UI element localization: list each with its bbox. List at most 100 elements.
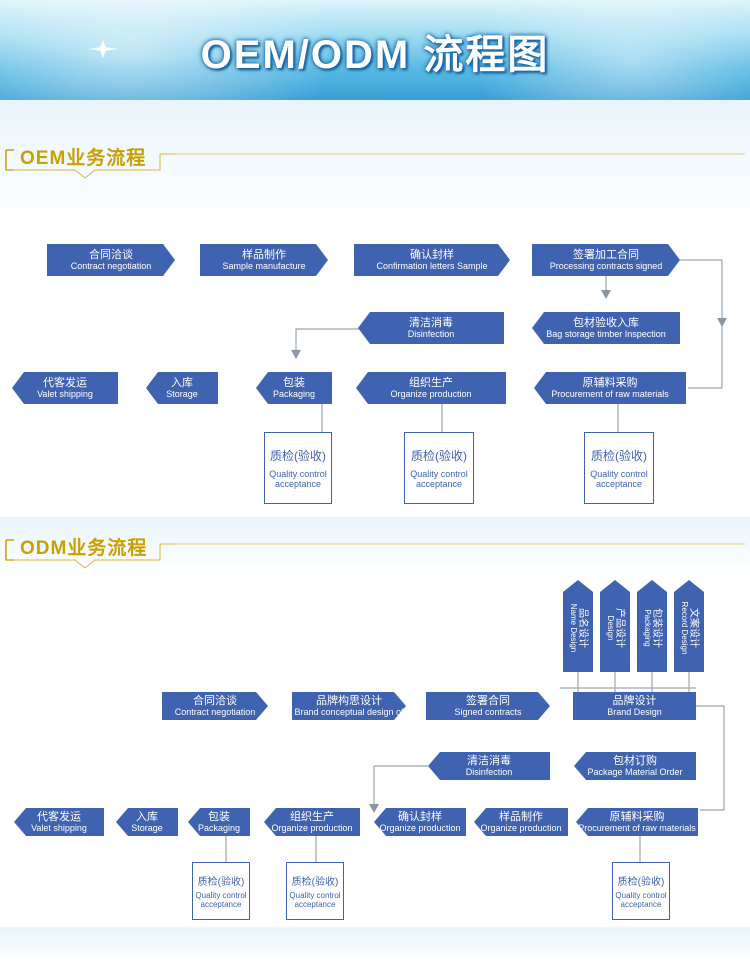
oem-step-processing-contract: 签署加工合同 Processing contracts signed	[532, 244, 680, 276]
step-label-en: Packaging	[197, 823, 241, 834]
odm-design-packaging: 包装设计 Packaging	[637, 580, 667, 672]
step-label-zh: 样品制作	[242, 248, 286, 261]
oem-step-confirm-sample: 确认封样 Confirmation letters Sample	[354, 244, 510, 276]
odm-step-packaging: 包装 Packaging	[188, 808, 250, 836]
oem-step-contract-negotiation: 合同洽谈 Contract negotiation	[47, 244, 175, 276]
oem-header-band	[0, 100, 750, 232]
qc-label-zh: 质检(验收)	[197, 876, 245, 888]
step-label-en: Valet shipping	[31, 823, 87, 834]
step-label-zh: 入库	[136, 810, 158, 823]
odm-step-disinfection: 清洁消毒 Disinfection	[428, 752, 550, 780]
oem-qc-box-procurement: 质检(验收) Quality control acceptance	[584, 432, 654, 504]
qc-label-en: Quality control	[410, 468, 468, 479]
odm-design-product: 产品设计 Design	[600, 580, 630, 672]
step-label-zh: 品牌设计	[612, 694, 657, 707]
qc-label-en: Quality control	[590, 468, 648, 479]
oem-step-organize-production: 组织生产 Organize production	[356, 372, 506, 404]
step-label-en: Contract negotiation	[174, 707, 256, 718]
qc-label-zh: 质检(验收)	[591, 448, 647, 463]
design-label-en: Design	[605, 615, 615, 641]
odm-title-ornament	[5, 539, 745, 569]
design-label-en: Record Design	[679, 601, 689, 655]
step-label-zh: 样品制作	[499, 810, 543, 823]
qc-label-en: acceptance	[274, 478, 322, 489]
step-label-zh: 包装	[283, 376, 305, 389]
step-label-zh: 合同洽谈	[193, 694, 237, 707]
step-label-en: Organize production	[480, 823, 562, 834]
qc-label-zh: 质检(验收)	[411, 448, 467, 463]
odm-step-organize-production: 组织生产 Organize production	[264, 808, 360, 836]
step-label-en: Valet shipping	[37, 389, 93, 400]
step-label-zh: 代客发运	[37, 810, 81, 823]
step-label-zh: 包材验收入库	[573, 316, 639, 329]
step-label-zh: 签署加工合同	[573, 248, 639, 261]
oem-step-packaging: 包装 Packaging	[256, 372, 332, 404]
step-label-en: Storage	[166, 389, 198, 400]
odm-design-name: 品名设计 Name Design	[563, 580, 593, 672]
oem-step-disinfection: 清洁消毒 Disinfection	[358, 312, 504, 344]
odm-step-contract-negotiation: 合同洽谈 Contract negotiation	[162, 692, 268, 720]
design-label-en: Packaging	[642, 609, 652, 647]
step-label-en: Sample manufacture	[222, 261, 306, 272]
step-label-zh: 签署合同	[466, 694, 510, 707]
odm-qc-box-production: 质检(验收) Quality control acceptance	[286, 862, 344, 920]
step-label-zh: 入库	[171, 376, 193, 389]
step-label-en: Procurement of raw materials	[578, 823, 696, 834]
oem-qc-box-packaging: 质检(验收) Quality control acceptance	[264, 432, 332, 504]
step-label-zh: 清洁消毒	[409, 316, 453, 329]
step-label-en: Processing contracts signed	[549, 261, 663, 272]
qc-label-en: Quality control	[615, 890, 667, 900]
step-label-en: Confirmation letters Sample	[376, 261, 488, 272]
qc-label-en: acceptance	[294, 899, 336, 909]
odm-step-brand-concept: 品牌构思设计 Brand conceptual design of	[292, 692, 406, 720]
step-label-zh: 包装	[208, 810, 230, 823]
odm-step-valet-shipping: 代客发运 Valet shipping	[14, 808, 104, 836]
oem-title-ornament	[5, 149, 745, 179]
step-label-zh: 品牌构思设计	[316, 694, 382, 707]
odm-header-band	[0, 517, 750, 577]
step-label-en: Disinfection	[465, 767, 513, 778]
step-label-zh: 组织生产	[409, 376, 453, 389]
step-label-en: Storage	[131, 823, 163, 834]
oem-step-sample-manufacture: 样品制作 Sample manufacture	[200, 244, 328, 276]
odm-section-title: ODM业务流程	[20, 538, 148, 559]
qc-label-en: acceptance	[620, 899, 662, 909]
odm-step-confirm-sample: 确认封样 Organize production	[374, 808, 466, 836]
odm-step-procurement: 原辅料采购 Procurement of raw materials	[576, 808, 698, 836]
design-label-en: Name Design	[568, 603, 578, 653]
step-label-en: Disinfection	[407, 329, 455, 340]
qc-label-en: Quality control	[195, 890, 247, 900]
qc-label-zh: 质检(验收)	[617, 876, 665, 888]
step-label-en: Signed contracts	[454, 707, 522, 718]
step-label-en: Package Material Order	[587, 767, 683, 778]
oem-step-bag-inspection: 包材验收入库 Bag storage timber Inspection	[532, 312, 680, 344]
step-label-en: Packaging	[272, 389, 316, 400]
qc-label-zh: 质检(验收)	[291, 876, 339, 888]
oem-step-procurement: 原辅料采购 Procurement of raw materials	[534, 372, 686, 404]
design-label-zh: 产品设计	[613, 607, 625, 648]
header-banner: OEM/ODM 流程图	[0, 0, 750, 100]
step-label-zh: 组织生产	[290, 810, 334, 823]
step-label-zh: 原辅料采购	[609, 810, 665, 823]
qc-label-en: acceptance	[595, 478, 643, 489]
odm-qc-box-packaging: 质检(验收) Quality control acceptance	[192, 862, 250, 920]
step-label-zh: 确认封样	[410, 248, 454, 261]
design-label-zh: 文案设计	[687, 607, 699, 648]
qc-label-en: Quality control	[269, 468, 327, 479]
page-title: OEM/ODM 流程图	[200, 33, 550, 77]
oem-step-storage: 入库 Storage	[146, 372, 218, 404]
design-label-zh: 品名设计	[576, 607, 588, 648]
step-label-zh: 合同洽谈	[89, 248, 133, 261]
step-label-zh: 代客发运	[43, 376, 87, 389]
qc-label-en: acceptance	[200, 899, 242, 909]
odm-qc-box-procurement: 质检(验收) Quality control acceptance	[612, 862, 670, 920]
step-label-en: Brand conceptual design of	[294, 707, 404, 718]
oem-section-title: OEM业务流程	[20, 148, 147, 169]
step-label-en: Procurement of raw materials	[551, 389, 669, 400]
odm-step-sample: 样品制作 Organize production	[474, 808, 568, 836]
oem-qc-box-production: 质检(验收) Quality control acceptance	[404, 432, 474, 504]
step-label-zh: 包材订购	[613, 754, 657, 767]
qc-label-en: Quality control	[289, 890, 341, 900]
step-label-en: Brand Design	[607, 707, 662, 718]
oem-step-valet-shipping: 代客发运 Valet shipping	[12, 372, 118, 404]
